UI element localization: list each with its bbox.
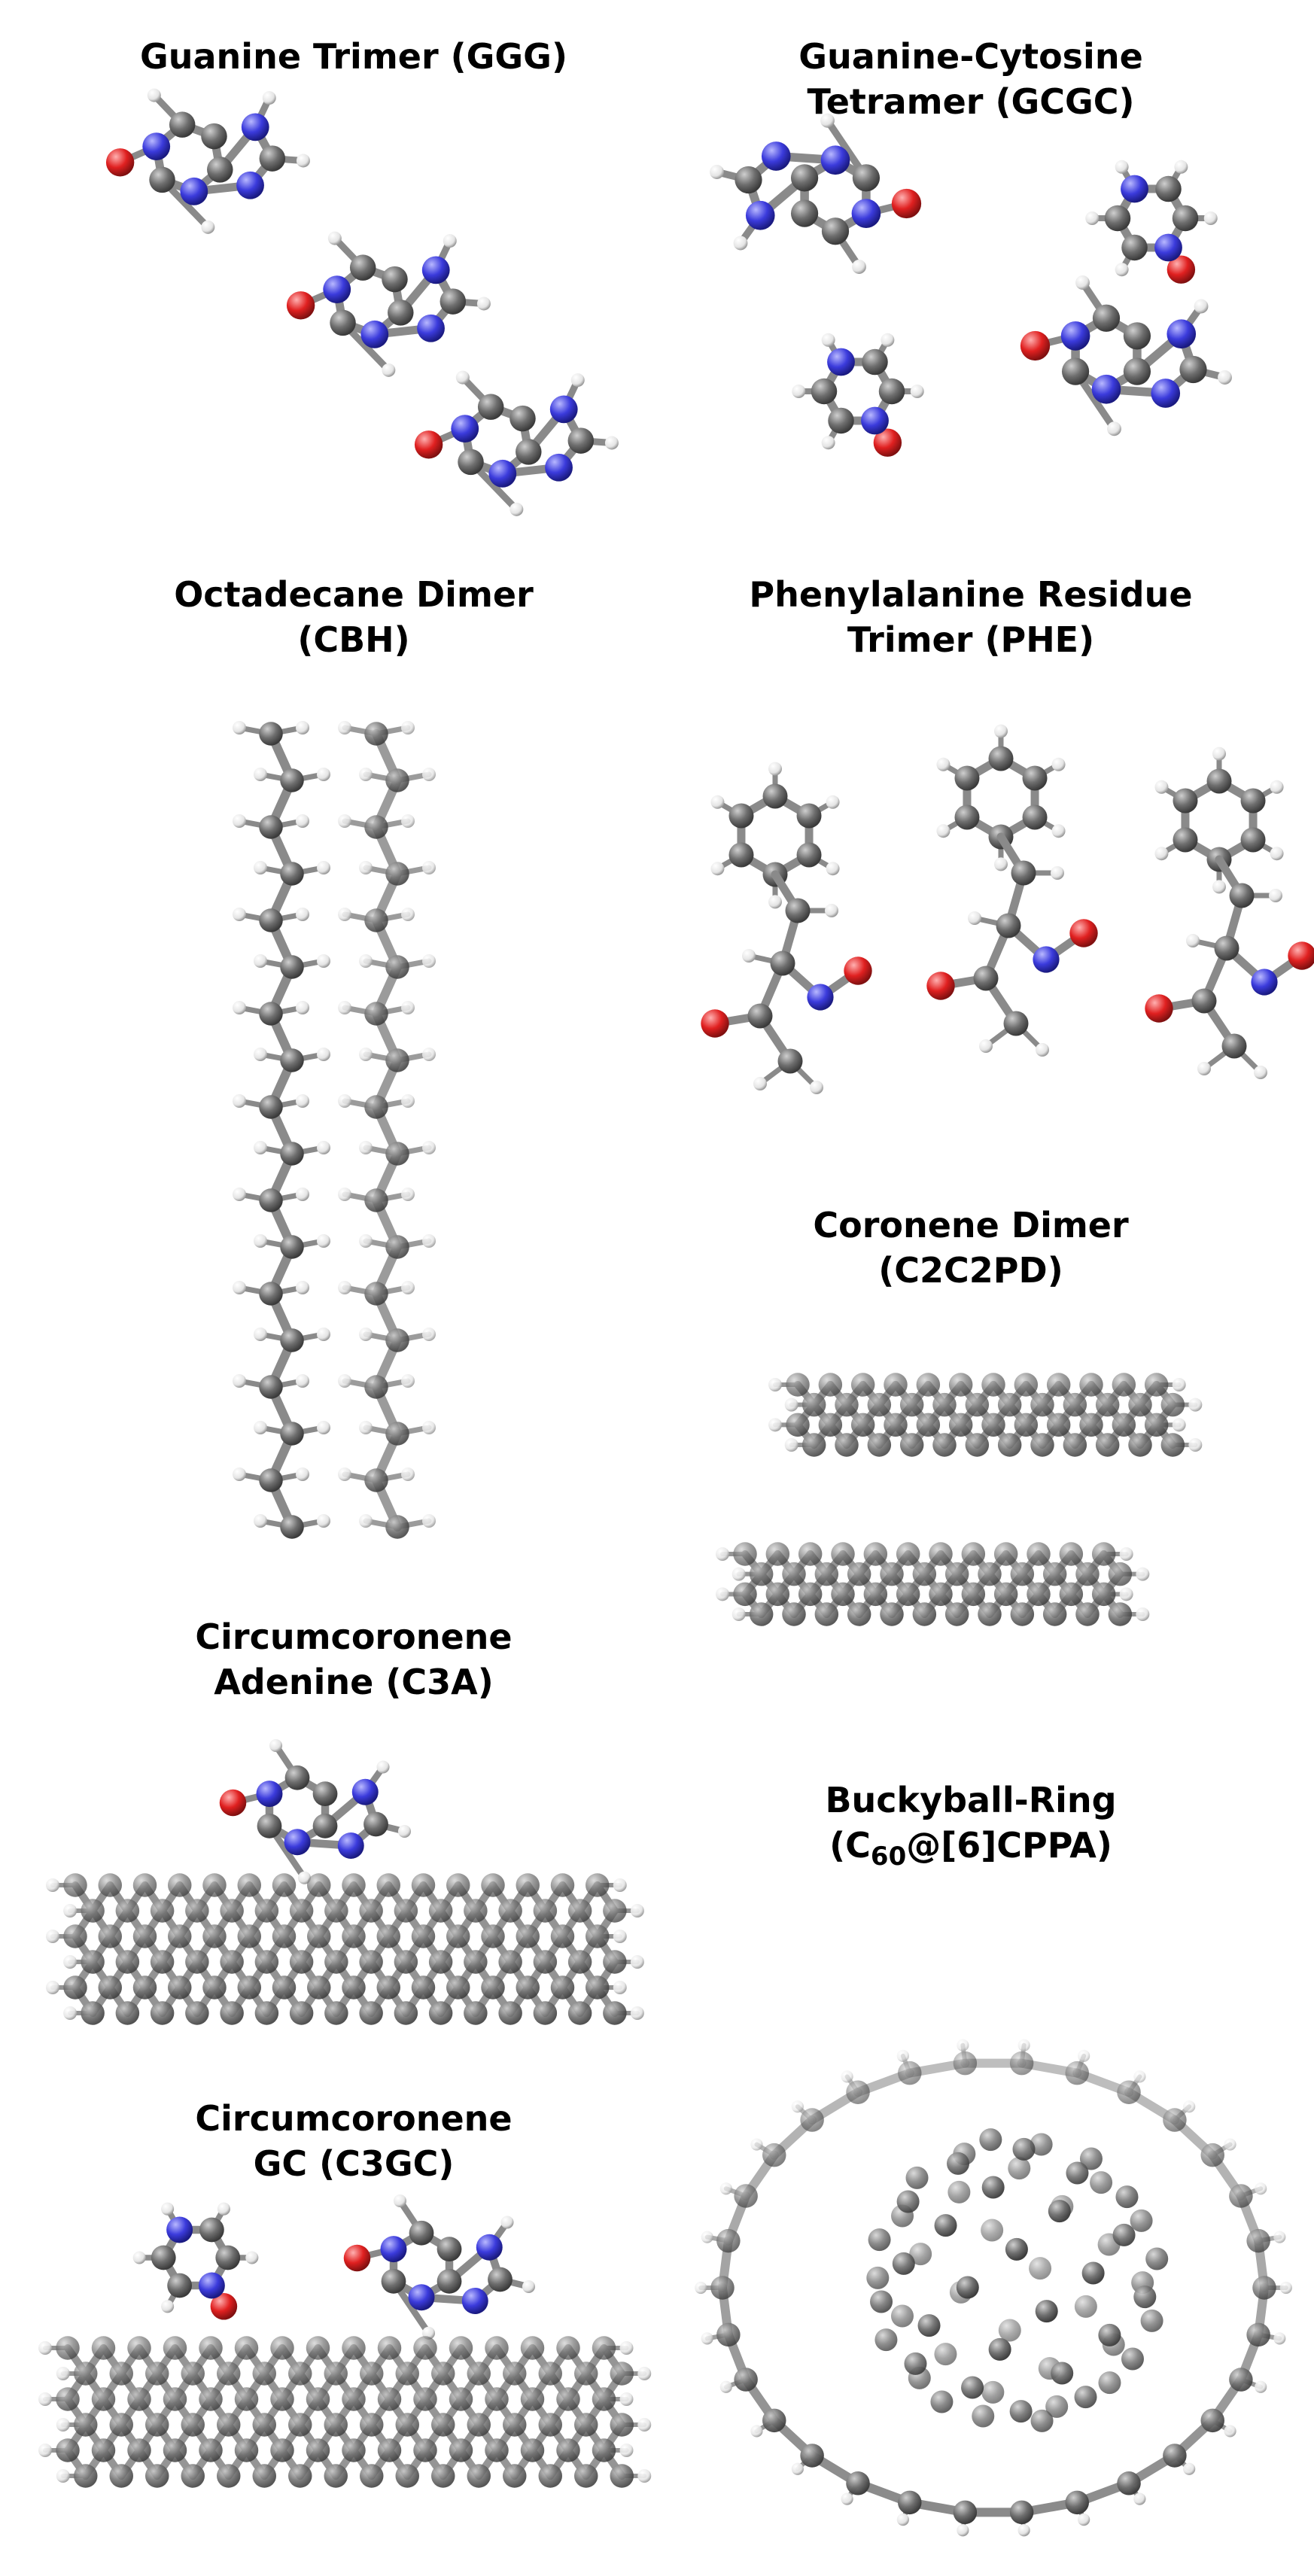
title-phe: Phenylalanine Residue Trimer (PHE) <box>749 574 1193 660</box>
title-c2c2pd: Coronene Dimer (C2C2PD) <box>813 1205 1129 1291</box>
molecule-c3gc <box>38 2194 652 2488</box>
title-buckyball-ring: Buckyball-Ring (C60@[6]CPPA) <box>825 1780 1117 1872</box>
molecule-buckyball-ring <box>695 2039 1292 2537</box>
molecule-gcgc <box>710 113 1232 457</box>
title-cbh: Octadecane Dimer (CBH) <box>174 574 534 660</box>
molecule-ggg <box>105 88 619 516</box>
molecule-cbh <box>233 721 436 1539</box>
title-ggg: Guanine Trimer (GGG) <box>140 36 567 77</box>
title-c3a: Circumcoronene Adenine (C3A) <box>195 1616 513 1702</box>
molecule-phe <box>701 724 1314 1094</box>
title-gcgc: Guanine-Cytosine Tetramer (GCGC) <box>798 36 1143 122</box>
molecule-c2c2pd <box>716 1373 1203 1626</box>
molecule-c3a <box>46 1738 644 2025</box>
title-c3gc: Circumcoronene GC (C3GC) <box>195 2098 513 2184</box>
